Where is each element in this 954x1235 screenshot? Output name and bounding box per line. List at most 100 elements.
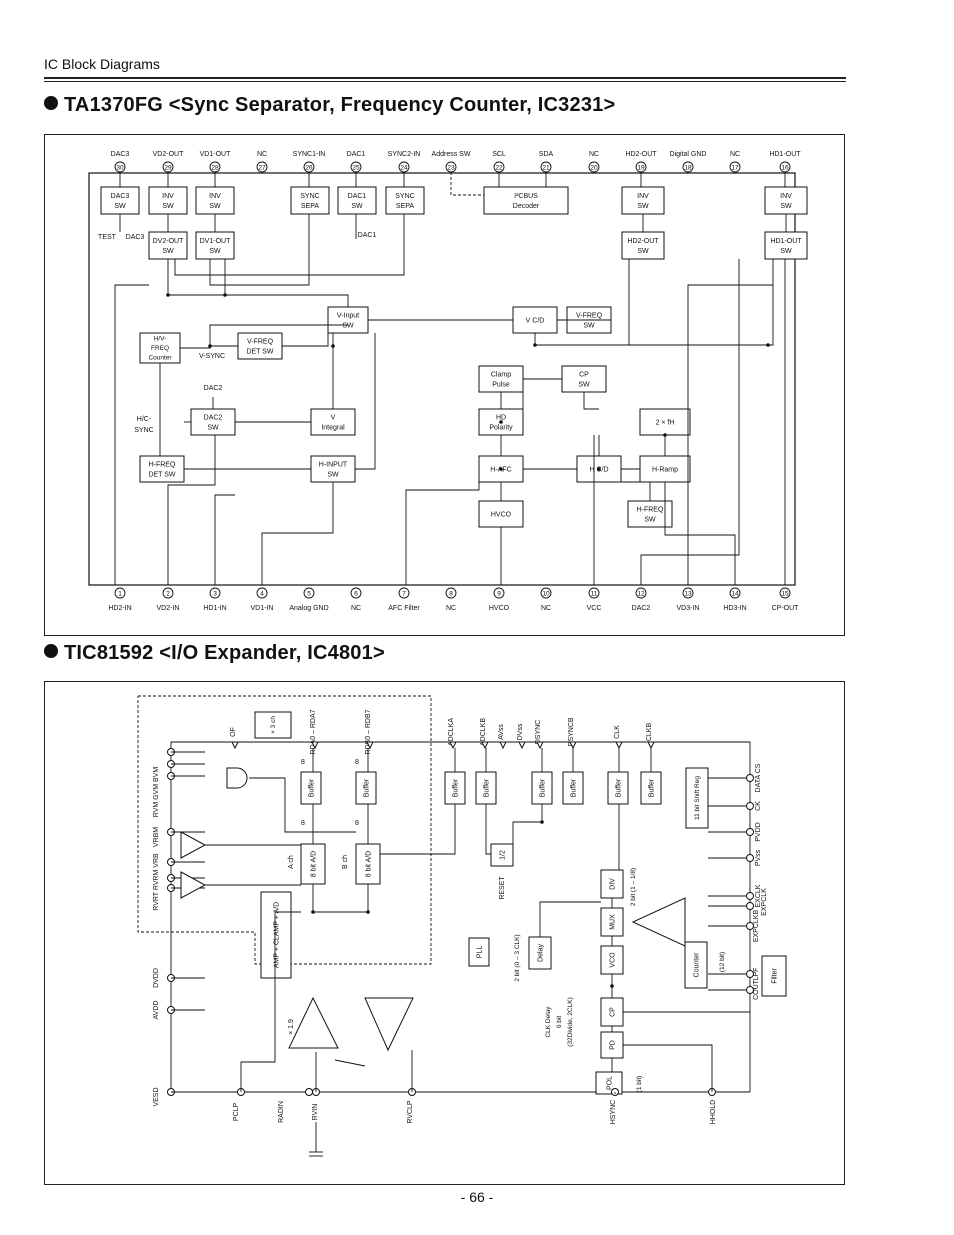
- hc-sync-label: H/C-: [137, 416, 152, 423]
- top-pin-22-number: 22: [495, 165, 503, 172]
- dac3-label: DAC3: [126, 234, 145, 241]
- bottom-pin-6-number: 6: [354, 591, 358, 598]
- junction-dot: [533, 343, 537, 347]
- diagram2-title: TIC81592 <I/O Expander, IC4801>: [44, 642, 385, 665]
- a-ch-label: A ch: [288, 855, 295, 869]
- half-divider-block: [490, 843, 514, 867]
- twofh-block-label: 2 × fH: [656, 419, 675, 426]
- wire: [167, 259, 349, 307]
- right-pin: [746, 854, 754, 862]
- three-channel-outline: [137, 695, 432, 965]
- top-signal-label: DVss: [517, 723, 524, 740]
- wire: [114, 284, 149, 585]
- v-freq-det-sw-block-label: V-FREQ: [247, 338, 274, 345]
- bottom-pin-name: Analog GND: [289, 605, 328, 612]
- top-pin-marker: [366, 741, 374, 750]
- pd-block-label: PD: [609, 1040, 616, 1050]
- bottom-pin-4-number: 4: [260, 591, 264, 598]
- top-pin-name: NC: [730, 151, 740, 158]
- inv-sw-block: [621, 186, 665, 215]
- top-pin-25-number: 25: [352, 165, 360, 172]
- junction-dot: [208, 344, 212, 348]
- hv-freq-counter-block: [139, 332, 181, 364]
- dac2-label: DAC2: [204, 385, 223, 392]
- sync-sepa-block: [385, 186, 425, 215]
- sync-sepa-block-label: SYNC: [395, 193, 414, 200]
- top-pin-16-number: 16: [781, 165, 789, 172]
- h-freq-sw-block-label: H-FREQ: [637, 506, 664, 513]
- junction-dot: [311, 910, 315, 914]
- adc-block-label: 8 bit A/D: [310, 851, 317, 877]
- chip-outline: [88, 172, 796, 586]
- bottom-pin-name: VCC: [587, 605, 602, 612]
- right-pin: [746, 902, 754, 910]
- bottom-pin-name: NC: [351, 605, 361, 612]
- bottom-pin-5-number: 5: [307, 591, 311, 598]
- right-pin: [746, 828, 754, 836]
- top-signal-label: CLK: [614, 725, 621, 739]
- one-bit-label: (1 bit): [636, 1076, 643, 1093]
- div-block-label: DIV: [609, 878, 616, 890]
- inv-sw-block-label: INV: [780, 193, 792, 200]
- bottom-pin-5: [303, 587, 315, 599]
- top-signal-label: ADCLKA: [448, 718, 455, 746]
- bottom-pin-name: VD1-IN: [251, 605, 274, 612]
- bullet-icon: [44, 644, 58, 658]
- buffer-block-label: Buffer: [452, 778, 459, 797]
- junction-dot: [331, 344, 335, 348]
- inv-sw-block-label: INV: [637, 193, 649, 200]
- left-pin-label: AVDD: [153, 1001, 160, 1020]
- delay-note: 2 bit (0 – 3 CLK): [514, 934, 521, 981]
- wire: [380, 804, 456, 855]
- wire: [512, 804, 543, 854]
- junction-dot: [540, 820, 544, 824]
- inv-sw-block-label: SW: [780, 203, 792, 210]
- top-pin-name: VD1-OUT: [200, 151, 231, 158]
- dv1-out-sw-block-label: DV1-OUT: [200, 238, 231, 245]
- h-freq-det-sw-block-label: H-FREQ: [149, 461, 176, 468]
- left-pin-label: VRBM: [153, 827, 160, 847]
- top-pin-18: [682, 161, 694, 173]
- dac2-sw-block-label: SW: [207, 424, 219, 431]
- divide-label: (32Divide, 2CLK): [567, 997, 574, 1047]
- wire: [167, 435, 216, 585]
- top-pin-18-number: 18: [684, 165, 692, 172]
- bottom-pin-8-number: 8: [449, 591, 453, 598]
- top-pin-name: VD2-OUT: [153, 151, 184, 158]
- top-pin-marker: [647, 741, 655, 750]
- section-header: IC Block Diagrams: [44, 56, 160, 72]
- inv-sw-block: [764, 186, 808, 215]
- top-pin-23-number: 23: [447, 165, 455, 172]
- inv-sw-block-label: SW: [637, 203, 649, 210]
- wire: [180, 324, 348, 349]
- top-signal-label: OF: [230, 727, 237, 737]
- junction-dot: [223, 293, 227, 297]
- wire: [312, 884, 369, 913]
- wire: [539, 901, 601, 937]
- dac3-sw-block-label: SW: [114, 203, 126, 210]
- hd-polarity-block-label: HD: [496, 414, 506, 421]
- right-pin-label: CK: [755, 801, 762, 811]
- bottom-pin-4: [256, 587, 268, 599]
- bottom-pin-14-number: 14: [731, 591, 739, 598]
- hv-freq-counter-block-label: FREQ: [151, 345, 169, 352]
- hd1-out-sw-block-label: HD1-OUT: [770, 238, 802, 245]
- junction-dot: [499, 420, 503, 424]
- i2c-bus-decoder-block: [483, 186, 569, 215]
- top-pin-21-number: 21: [542, 165, 550, 172]
- hv-freq-counter-block-label: H/V-: [154, 336, 167, 343]
- wire: [355, 333, 376, 470]
- and-gate: [226, 767, 248, 789]
- top-pin-28-number: 28: [211, 165, 219, 172]
- diagram1-title: TA1370FG <Sync Separator, Frequency Coun…: [44, 94, 615, 117]
- top-pin-29-number: 29: [164, 165, 172, 172]
- bottom-pin-7-number: 7: [402, 591, 406, 598]
- bottom-pin-name: CP-OUT: [772, 605, 800, 612]
- v-freq-det-sw-block-label: DET SW: [246, 348, 273, 355]
- buffer-block: [355, 771, 377, 805]
- dac1-sw-block-label: DAC1: [348, 193, 367, 200]
- v-input-sw-block-label: SW: [342, 322, 354, 329]
- buffer-block: [607, 771, 629, 805]
- wire: [535, 259, 774, 346]
- v-freq-sw-block-label: V-FREQ: [576, 312, 603, 319]
